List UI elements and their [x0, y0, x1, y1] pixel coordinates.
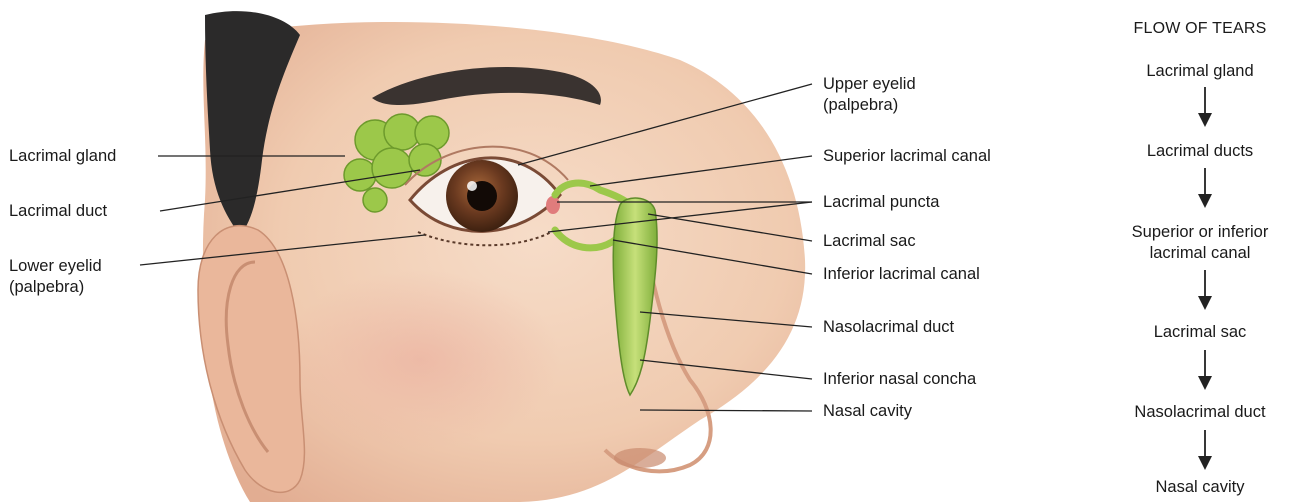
flow-arrow-down-icon	[1197, 270, 1213, 310]
flow-step-lacrimal-sac: Lacrimal sac	[1100, 322, 1300, 343]
flow-step-nasal-cavity: Nasal cavity	[1100, 477, 1300, 498]
flow-arrow-down-icon	[1197, 350, 1213, 390]
label-upper-eyelid: Upper eyelid (palpebra)	[823, 74, 916, 116]
flow-arrow-down-icon	[1197, 430, 1213, 470]
label-lower-eyelid-line2: (palpebra)	[9, 277, 102, 298]
flow-arrow-down-icon	[1197, 87, 1213, 127]
label-lacrimal-sac: Lacrimal sac	[823, 231, 916, 252]
flow-step-lacrimal-canal-line2: lacrimal canal	[1100, 243, 1300, 264]
flow-title: FLOW OF TEARS	[1115, 20, 1285, 38]
label-nasolacrimal-duct: Nasolacrimal duct	[823, 317, 954, 338]
label-upper-eyelid-line2: (palpebra)	[823, 95, 916, 116]
label-inferior-nasal-concha: Inferior nasal concha	[823, 369, 976, 390]
flow-arrow-down-icon	[1197, 168, 1213, 208]
label-lower-eyelid-line1: Lower eyelid	[9, 256, 102, 277]
flow-step-lacrimal-ducts: Lacrimal ducts	[1100, 141, 1300, 162]
flow-step-lacrimal-gland: Lacrimal gland	[1100, 61, 1300, 82]
label-lacrimal-puncta: Lacrimal puncta	[823, 192, 939, 213]
eye-highlight	[467, 181, 477, 191]
cheek-blush	[280, 270, 560, 450]
label-lacrimal-duct: Lacrimal duct	[9, 201, 107, 222]
label-inferior-lacrimal-canal: Inferior lacrimal canal	[823, 264, 980, 285]
flow-step-lacrimal-canal-line1: Superior or inferior	[1100, 222, 1300, 243]
label-superior-lacrimal-canal: Superior lacrimal canal	[823, 146, 991, 167]
label-lower-eyelid: Lower eyelid (palpebra)	[9, 256, 102, 298]
caruncle	[546, 196, 560, 214]
nostril	[614, 448, 666, 468]
label-upper-eyelid-line1: Upper eyelid	[823, 74, 916, 95]
label-nasal-cavity: Nasal cavity	[823, 401, 912, 422]
label-lacrimal-gland: Lacrimal gland	[9, 146, 116, 167]
flow-step-lacrimal-canal: Superior or inferior lacrimal canal	[1100, 222, 1300, 264]
flow-step-nasolacrimal-duct: Nasolacrimal duct	[1100, 402, 1300, 423]
